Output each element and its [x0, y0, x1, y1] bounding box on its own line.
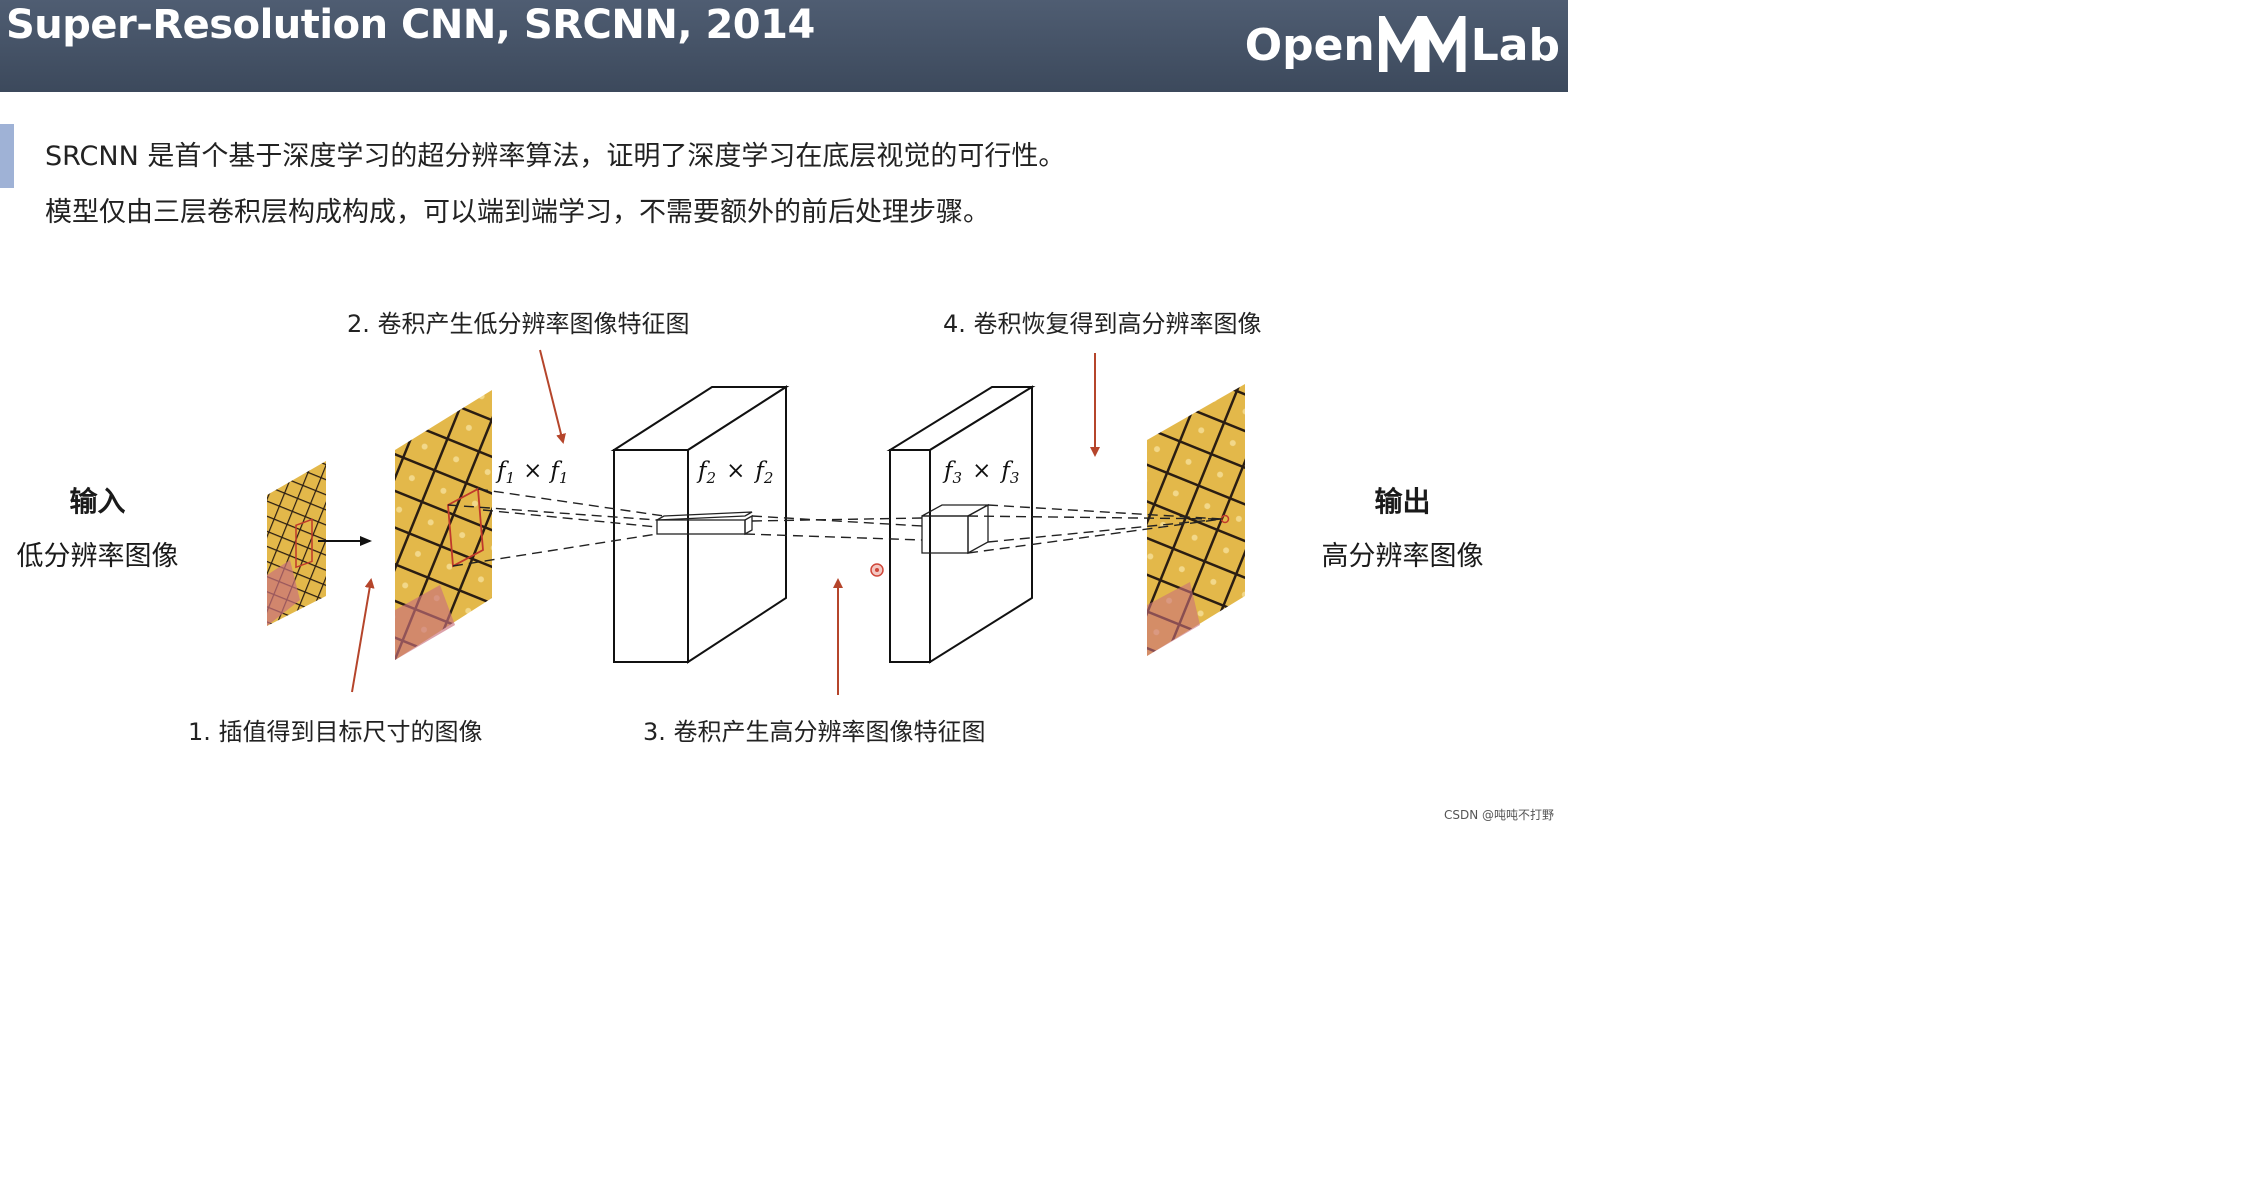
filter-label-f1: f1×f1 — [495, 458, 568, 487]
interp-patch-box — [447, 487, 484, 568]
srcnn-diagram: f1×f1 f2×f2 f3×f3 — [267, 349, 1245, 695]
projection-lines — [447, 488, 1223, 567]
annotation-step1: 1. 插值得到目标尺寸的图像 — [188, 718, 483, 746]
csdn-watermark: CSDN @吨吨不打野 — [1439, 805, 1558, 824]
output-title: 输出 — [1374, 485, 1431, 518]
output-high-res-image — [1147, 384, 1245, 656]
intro-line-2: 模型仅由三层卷积层构成构成，可以端到端学习，不需要额外的前后处理步骤。 — [45, 197, 990, 228]
logo-text-open: Open — [1244, 19, 1375, 71]
logo-text-lab: Lab — [1470, 19, 1560, 71]
filter-label-f3: f3×f3 — [942, 458, 1019, 487]
step2-arrow — [539, 349, 566, 444]
annotation-step3: 3. 卷积产生高分辨率图像特征图 — [643, 718, 986, 746]
logo-mm-mark — [1378, 16, 1466, 72]
intro-line-1: SRCNN 是首个基于深度学习的超分辨率算法，证明了深度学习在底层视觉的可行性。 — [45, 141, 1066, 172]
openmmlab-logo: Open Lab — [1245, 16, 1560, 74]
feature-block-2 — [886, 385, 1036, 664]
annotation-step4: 4. 卷积恢复得到高分辨率图像 — [943, 310, 1262, 338]
annotation-step2: 2. 卷积产生低分辨率图像特征图 — [347, 310, 690, 338]
output-subtitle: 高分辨率图像 — [1321, 541, 1484, 572]
output-label-block: 输出 高分辨率图像 — [1305, 480, 1500, 573]
feature-block-1 — [610, 385, 790, 664]
slide-header: Super-Resolution CNN, SRCNN, 2014 Open L… — [0, 0, 1568, 92]
feature-patch-1 — [656, 511, 753, 536]
interpolated-image — [395, 390, 492, 660]
step1-arrow — [351, 578, 375, 693]
input-low-res-image — [267, 461, 326, 626]
filter-label-f2: f2×f2 — [696, 458, 773, 487]
input-title: 输入 — [69, 485, 126, 518]
input-subtitle: 低分辨率图像 — [16, 541, 179, 572]
slide-title: Super-Resolution CNN, SRCNN, 2014 — [6, 2, 815, 48]
accent-bar — [0, 124, 14, 188]
input-label-block: 输入 低分辨率图像 — [0, 480, 195, 573]
